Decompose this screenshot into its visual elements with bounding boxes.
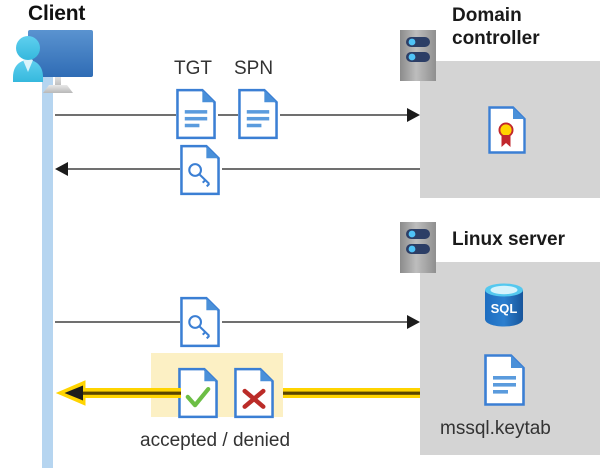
domain-controller-server-icon <box>400 30 436 81</box>
message-2-arrow-left <box>55 159 420 179</box>
tgt-label: TGT <box>174 58 212 79</box>
linux-server-server-icon <box>400 222 436 273</box>
denied-document-icon <box>234 367 274 419</box>
spn-label: SPN <box>234 58 274 79</box>
domain-controller-label-line1: Domain <box>452 5 522 26</box>
domain-controller-label-line2: controller <box>452 28 540 49</box>
linux-server-label: Linux server <box>452 229 565 250</box>
accepted-document-icon <box>178 367 218 419</box>
certificate-document-icon <box>488 106 526 154</box>
client-label: Client <box>28 2 86 25</box>
svg-text:SQL: SQL <box>491 301 518 316</box>
sql-database-icon: SQL <box>483 282 525 328</box>
ticket-key-document-icon-2 <box>180 296 220 348</box>
message-1-arrow-right <box>55 105 420 125</box>
spn-document-icon <box>238 88 278 140</box>
domain-controller-label: Domain controller <box>452 4 592 50</box>
client-lifeline <box>42 68 53 468</box>
tgt-document-icon <box>176 88 216 140</box>
keytab-document-icon <box>484 354 525 406</box>
ticket-key-document-icon-1 <box>180 144 220 196</box>
accepted-denied-caption: accepted / denied <box>140 430 291 451</box>
message-4-arrow-left-gold <box>55 380 420 406</box>
keytab-filename-label: mssql.keytab <box>440 418 551 439</box>
client-user-computer-icon <box>5 25 100 100</box>
message-3-arrow-right <box>55 312 420 332</box>
